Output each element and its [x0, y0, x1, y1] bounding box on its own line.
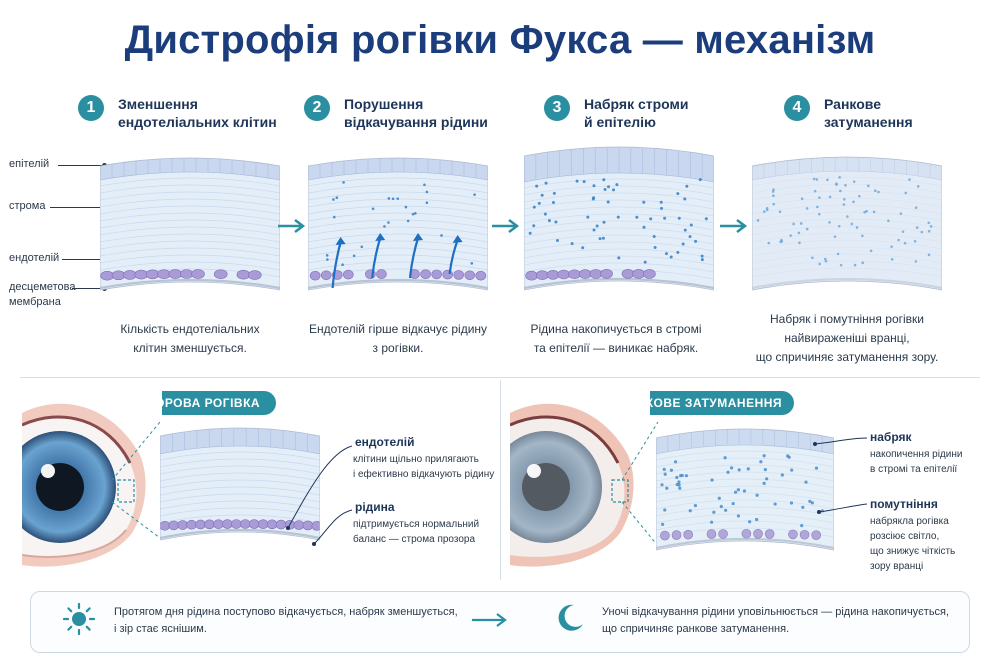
step-4-header: 4 Ранкове затуманення — [784, 95, 913, 131]
night-description: Уночі відкачування рідини уповільнюється… — [602, 604, 949, 638]
eye-cloudy-illustration — [510, 385, 650, 580]
page-title: Дистрофія рогівки Фукса — механізм — [124, 18, 876, 62]
step-2-caption: Ендотелій гірше відкачує рідину з рогівк… — [292, 320, 504, 358]
cornea-panel-1 — [100, 157, 280, 291]
step-4-title-line1: Ранкове — [824, 96, 881, 112]
arrow-right-icon — [472, 613, 507, 627]
arrow-right-icon — [720, 219, 748, 233]
step-4-title-line2: затуманення — [824, 114, 913, 130]
step-4-caption-line2: найвираженіші вранці, — [784, 331, 910, 345]
label-descemet-line2: мембрана — [9, 296, 61, 308]
step-1-caption-line2: клітин зменшується. — [133, 341, 247, 355]
healthy-annotation-fluid-line2: баланс — строма прозора — [353, 534, 476, 545]
section-divider-vertical — [500, 380, 501, 580]
section-divider — [20, 377, 980, 378]
label-descemet: десцеметова мембрана — [9, 280, 76, 310]
morning-annotation-opacity-line3: що знижує чіткість — [870, 546, 956, 557]
cornea-panel-2 — [308, 157, 488, 291]
day-description-line1: Протягом дня рідина поступово відкачуєть… — [114, 606, 458, 618]
arrow-right-icon — [278, 219, 306, 233]
label-endothelium: ендотелій — [9, 252, 60, 264]
cornea-panel-4 — [752, 156, 942, 291]
step-4-caption-line3: що спричиняє затуманення зору. — [755, 350, 939, 364]
healthy-annotation-fluid-title: рідина — [355, 500, 395, 514]
healthy-annotation-endothelium-line2: і ефективно відкачують рідину — [353, 469, 495, 480]
morning-annotation-opacity-text: набрякла рогівка розсіює світло, що зниж… — [870, 514, 955, 574]
morning-annotation-opacity-line2: розсіює світло, — [870, 531, 940, 542]
step-4-caption: Набряк і помутніння рогівки найвираженіш… — [740, 310, 954, 367]
morning-annotation-edema-title: набряк — [870, 430, 912, 444]
healthy-leader-lines — [286, 445, 353, 546]
label-epithelium: епітелій — [9, 158, 50, 170]
healthy-annotation-endothelium-title: ендотелій — [355, 435, 415, 449]
leader-epithelium — [58, 165, 104, 166]
leader-descemet — [72, 288, 104, 289]
cornea-panel-3 — [524, 146, 714, 291]
step-4-title: Ранкове затуманення — [824, 95, 913, 131]
day-description: Протягом дня рідина поступово відкачуєть… — [114, 604, 458, 638]
step-2-number: 2 — [304, 95, 330, 121]
morning-annotation-edema-line2: в стромі та епітелії — [870, 464, 958, 475]
healthy-annotation-fluid-line1: підтримується нормальний — [353, 519, 480, 530]
step-3-title-line1: Набряк строми — [584, 96, 689, 112]
step-1-title: Зменшення ендотеліальних клітин — [118, 95, 277, 131]
zoom-lines-healthy — [112, 421, 161, 539]
step-2-title-line2: відкачування рідини — [344, 114, 488, 130]
morning-annotation-edema-text: накопичення рідини в стромі та епітелії — [870, 447, 962, 477]
step-3-title: Набряк строми й епітелію — [584, 95, 689, 131]
step-3-number: 3 — [544, 95, 570, 121]
sun-icon — [62, 602, 96, 636]
healthy-annotation-endothelium-line1: клітини щільно прилягають — [353, 454, 479, 465]
moon-icon — [558, 604, 583, 631]
healthy-annotation-endothelium-text: клітини щільно прилягають і ефективно ві… — [353, 452, 494, 482]
step-3-caption-line2: та епітелії — виникає набряк. — [533, 341, 699, 355]
morning-annotation-edema-line1: накопичення рідини — [870, 449, 963, 460]
arrow-right-icon — [492, 219, 520, 233]
eye-healthy-illustration — [22, 385, 162, 580]
step-1-caption: Кількість ендотеліальних клітин зменшуєт… — [95, 320, 285, 358]
day-night-info-box — [30, 591, 970, 653]
step-1-caption-line1: Кількість ендотеліальних — [120, 322, 260, 336]
step-2-caption-line2: з рогівки. — [372, 341, 424, 355]
leader-stroma — [50, 207, 104, 208]
label-descemet-line1: десцеметова — [9, 281, 76, 293]
step-2-title-line1: Порушення — [344, 96, 424, 112]
morning-annotation-opacity-title: помутніння — [870, 497, 938, 511]
healthy-annotation-fluid-text: підтримується нормальний баланс — строма… — [353, 517, 479, 547]
night-description-line1: Уночі відкачування рідини уповільнюється… — [602, 606, 950, 618]
cornea-zoom-cloudy — [656, 428, 834, 551]
step-1-header: 1 Зменшення ендотеліальних клітин — [78, 95, 277, 131]
morning-annotation-opacity-line4: зору вранці — [870, 561, 924, 572]
zoom-lines-cloudy — [622, 421, 659, 547]
cornea-zoom-healthy — [160, 427, 320, 541]
morning-annotation-opacity-line1: набрякла рогівка — [870, 516, 949, 527]
step-2-header: 2 Порушення відкачування рідини — [304, 95, 488, 131]
night-description-line2: що спричиняє ранкове затуманення. — [602, 623, 790, 635]
leader-endothelium — [62, 259, 104, 260]
step-1-number: 1 — [78, 95, 104, 121]
label-stroma: строма — [9, 200, 46, 212]
step-3-title-line2: й епітелію — [584, 114, 657, 130]
step-3-caption: Рідина накопичується в стромі та епітелі… — [508, 320, 724, 358]
step-1-title-line2: ендотеліальних клітин — [118, 114, 277, 130]
step-3-header: 3 Набряк строми й епітелію — [544, 95, 689, 131]
step-4-caption-line1: Набряк і помутніння рогівки — [770, 312, 924, 326]
step-4-number: 4 — [784, 95, 810, 121]
step-3-caption-line1: Рідина накопичується в стромі — [530, 322, 702, 336]
day-description-line2: і зір стає яснішим. — [114, 623, 207, 635]
morning-leader-lines — [813, 437, 868, 514]
step-2-caption-line1: Ендотелій гірше відкачує рідину — [308, 322, 488, 336]
step-1-title-line1: Зменшення — [118, 96, 198, 112]
step-2-title: Порушення відкачування рідини — [344, 95, 488, 131]
